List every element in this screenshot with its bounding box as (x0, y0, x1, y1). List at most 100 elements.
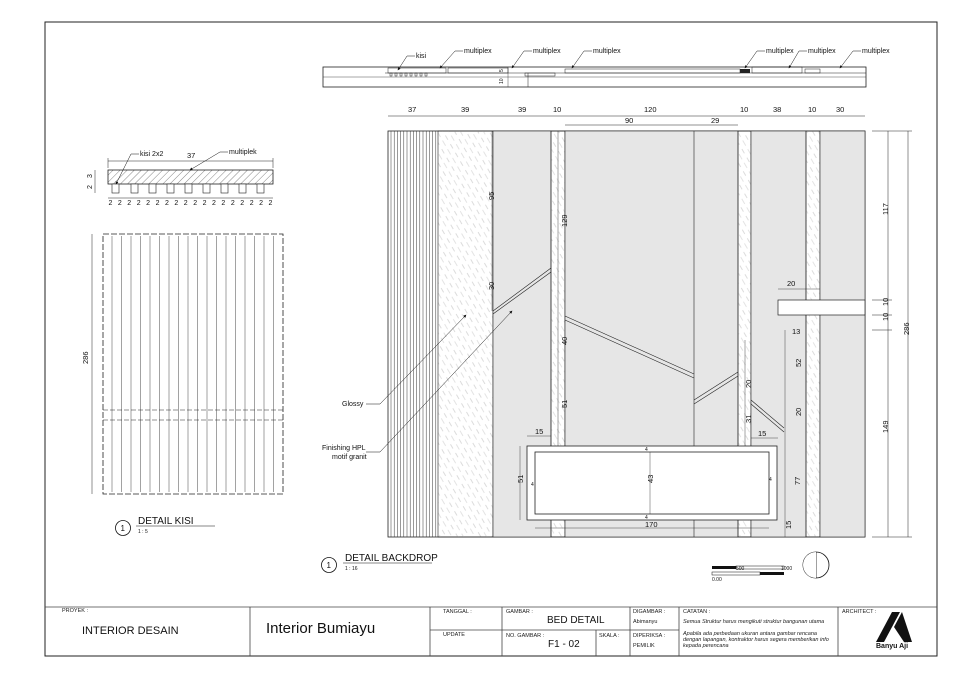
kisi-bottom-dim: 2 (221, 200, 225, 207)
kisi-bottom-dim: 2 (193, 200, 197, 207)
architect-logo-icon (876, 612, 912, 642)
kisi-title-scale: 1 : 5 (138, 529, 148, 535)
bd-right-149: 149 (881, 420, 890, 433)
backdrop-elevation (387, 115, 912, 538)
scale-bar (711, 565, 785, 576)
update-label: UPDATE (443, 632, 465, 638)
note-multiplex-4: multiplex (766, 48, 794, 55)
title-block-frame (45, 606, 937, 656)
backdrop-title-number: 1 (327, 561, 332, 570)
bd-inner-15a: 15 (535, 427, 543, 436)
scale-500: 500 (736, 566, 745, 572)
title-detail-kisi (115, 520, 215, 536)
kisi-bottom-dim: 2 (146, 200, 150, 207)
kisi-bottom-dim: 2 (231, 200, 235, 207)
no-gambar-label: NO. GAMBAR : (506, 633, 545, 639)
bd-sub-dim-1: 90 (625, 116, 633, 125)
backdrop-title-name: DETAIL BACKDROP (345, 553, 438, 564)
material-callouts (366, 310, 513, 453)
bd-top-dim-5: 120 (644, 105, 657, 114)
kisi-bottom-dim: 2 (203, 200, 207, 207)
kisi-bottom-dim: 2 (109, 200, 113, 207)
note-multiplex-1: multiplex (464, 48, 492, 55)
diperiksa-label: DIPERIKSA : (633, 633, 666, 639)
bd-sub-dim-2: 29 (711, 116, 719, 125)
bd-inner-77: 77 (793, 477, 802, 485)
proyek-value: INTERIOR DESAIN (82, 625, 179, 637)
note-multiplex-3: multiplex (593, 48, 621, 55)
note-glossy: Glossy (342, 401, 364, 408)
kisi-bottom-dim: 2 (137, 200, 141, 207)
backdrop-title-scale: 1 : 16 (345, 566, 358, 572)
kisi-bottom-dim: 2 (240, 200, 244, 207)
bd-inner-15c: 15 (784, 521, 793, 529)
kisi-section (94, 151, 274, 199)
bd-inner-4c: 4 (645, 515, 648, 521)
note-finishing-hpl: Finishing HPL (322, 445, 366, 452)
kisi-title-name: DETAIL KISI (138, 516, 194, 527)
bd-inner-20c: 20 (744, 380, 753, 388)
bd-inner-4b: 4 (645, 447, 648, 453)
bd-inner-20a: 20 (787, 279, 795, 288)
digambar-value: Abimanyu (633, 619, 658, 625)
bd-top-dim-1: 37 (408, 105, 416, 114)
gambar-value: BED DETAIL (547, 615, 605, 626)
kisi-elevation (91, 233, 284, 495)
bd-right-10a: 10 (881, 298, 890, 306)
strip-dim-a: 10 (499, 78, 505, 84)
architect-name: Banyu Aji (876, 643, 909, 650)
kisi-title-number: 1 (121, 524, 126, 533)
bd-top-dim-6: 10 (740, 105, 748, 114)
kisi-bottom-dim: 2 (118, 200, 122, 207)
scale-1000: 1000 (781, 566, 792, 572)
bd-right-10b: 10 (881, 313, 890, 321)
bd-top-dim-9: 30 (836, 105, 844, 114)
kisi-bottom-dim: 2 (156, 200, 160, 207)
top-strip-section: 10 5 (322, 66, 867, 88)
kisi-side-dim-a: 2 (87, 185, 94, 189)
no-gambar-value: F1 - 02 (548, 639, 580, 650)
bd-inner-129: 129 (560, 214, 569, 227)
note-multiplex-2: multiplex (533, 48, 561, 55)
bd-top-dim-2: 39 (461, 105, 469, 114)
north-arrow-icon (802, 551, 830, 579)
kisi-width-dim: 37 (187, 151, 195, 160)
bd-top-dim-8: 10 (808, 105, 816, 114)
bd-inner-40: 40 (560, 337, 569, 345)
bd-top-dim-4: 10 (553, 105, 561, 114)
note-multiplex-5: multiplex (808, 48, 836, 55)
kisi-bottom-dim: 2 (212, 200, 216, 207)
kisi-side-dim-b: 3 (87, 174, 94, 178)
kisi-bottom-dim: 2 (250, 200, 254, 207)
tanggal-label: TANGGAL : (443, 609, 472, 615)
bd-right-117: 117 (881, 203, 890, 215)
catatan-label: CATATAN : (683, 609, 711, 615)
bd-top-dim-7: 38 (773, 105, 781, 114)
bd-top-dim-3: 39 (518, 105, 526, 114)
client-name: Interior Bumiayu (266, 620, 376, 637)
note-motif-granit: motif granit (332, 454, 367, 461)
catatan-1: Semua Struktur harus mengikuti struktur … (683, 619, 825, 625)
bd-inner-52: 52 (794, 359, 803, 367)
bd-inner-20b: 20 (794, 408, 803, 416)
bd-inner-30: 30 (487, 282, 496, 290)
bd-right-286: 286 (902, 322, 911, 335)
strip-dim-b: 5 (499, 69, 505, 72)
kisi-bottom-dim: 2 (184, 200, 188, 207)
architect-label: ARCHITECT : (842, 609, 877, 615)
kisi-bottom-dim: 2 (269, 200, 273, 207)
kisi-bottom-dim: 2 (127, 200, 131, 207)
bd-inner-51b: 51 (516, 475, 525, 483)
gambar-label: GAMBAR : (506, 609, 533, 615)
bd-inner-95: 95 (487, 192, 496, 200)
note-kisi: kisi (416, 53, 427, 60)
skala-label: SKALA : (599, 633, 620, 639)
bd-inner-13: 13 (792, 327, 800, 336)
kisi-bottom-dim: 2 (174, 200, 178, 207)
kisi-height-dim: 286 (81, 351, 90, 364)
bd-inner-4a: 4 (531, 482, 534, 488)
bd-inner-170: 170 (645, 520, 658, 529)
kisi-label: kisi 2x2 (140, 151, 163, 158)
